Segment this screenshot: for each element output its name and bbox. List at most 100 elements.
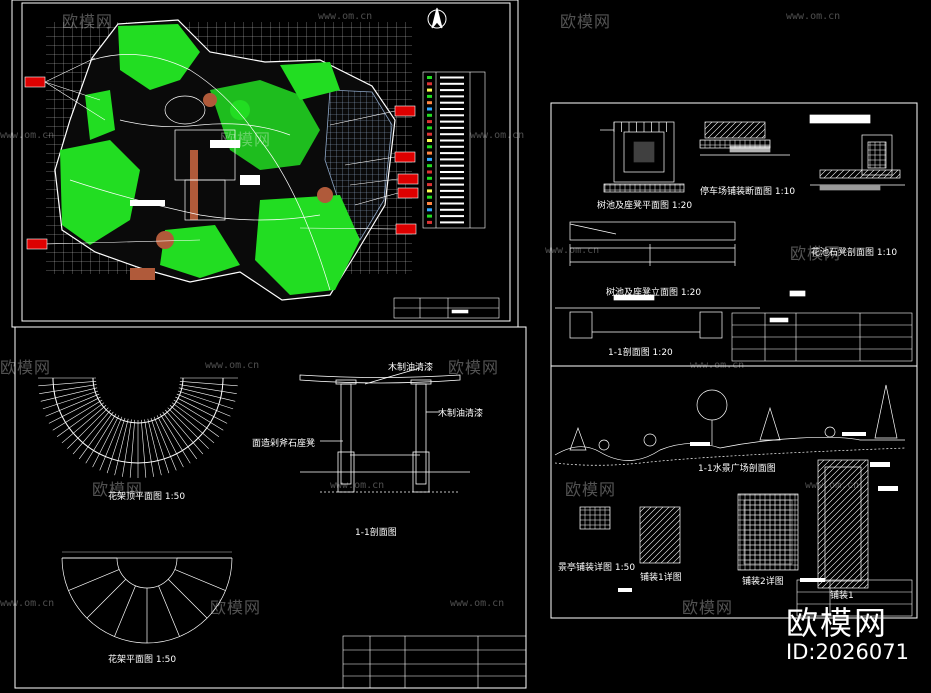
watermark-url: www.om.cn [545, 245, 600, 256]
tree-pool-plan [600, 121, 685, 193]
plan-buildings [130, 140, 260, 206]
legend-text-line [440, 221, 464, 224]
rafter-line [92, 415, 120, 468]
legend-text-line [440, 114, 464, 117]
waterscape-title-block [796, 579, 913, 617]
watermark: 欧模网 [0, 358, 52, 377]
paved-areas [130, 93, 333, 280]
legend-swatch [427, 176, 432, 180]
pergola-title-block [342, 635, 527, 689]
legend-text-line [440, 177, 464, 180]
plan-ray [167, 578, 208, 619]
caption-section-11: 1-1剖面图 1:20 [608, 348, 673, 358]
legend-text-line [440, 95, 464, 98]
watermark-url: www.om.cn [0, 130, 55, 141]
rafter-line [106, 417, 126, 474]
pergola-section [299, 367, 470, 493]
rafter-line [159, 413, 191, 464]
legend-swatch [427, 145, 432, 149]
pergola-sheet [38, 367, 527, 689]
legend-swatch [427, 139, 432, 142]
rafter-line [72, 409, 111, 455]
rafter-line [150, 417, 170, 474]
legend-text-line [440, 208, 464, 211]
north-arrow-icon [427, 7, 447, 29]
rafter-line [114, 418, 129, 476]
legend-text-line [440, 158, 464, 161]
rafter-line [173, 399, 224, 431]
rafter-line [165, 409, 204, 455]
legend-swatch [427, 120, 432, 124]
tree-pool-sheet [555, 114, 913, 362]
rafter-line [169, 405, 215, 444]
legend-swatch [427, 220, 432, 224]
label-stone-seat: 面造剁斧石座凳 [252, 439, 316, 449]
legend-text-line [440, 101, 464, 104]
legend-text-line [440, 215, 464, 218]
legend-swatch [427, 94, 432, 98]
legend-text-line [440, 108, 464, 110]
legend-swatch [427, 170, 432, 174]
plan-title-block [393, 297, 500, 319]
watermark-url: www.om.cn [786, 11, 841, 22]
legend-text-line [440, 120, 464, 123]
legend-text-line [440, 82, 464, 85]
rafter-line [129, 419, 136, 478]
rafter-line [45, 393, 100, 417]
rafter-line [153, 416, 177, 471]
vegetation [60, 24, 360, 295]
rafter-line [179, 384, 237, 394]
legend-text-line [440, 189, 464, 192]
caption-paving-b: 铺装2详图 [742, 577, 784, 587]
plan-paths [69, 54, 331, 291]
legend-text-line [440, 152, 464, 155]
legend-swatch [427, 208, 432, 212]
legend-text-line [440, 164, 464, 167]
pergola-sheet-frame [14, 326, 527, 689]
model-id: ID:2026071 [786, 640, 909, 664]
legend-swatch [427, 113, 432, 117]
rafter-line [171, 402, 220, 438]
rafter-line [61, 405, 107, 444]
caption-pool-elevation: 树池及座凳立面图 1:20 [606, 288, 702, 298]
legend-swatch [427, 189, 432, 193]
legend-swatch [427, 214, 432, 218]
legend-text-line [440, 196, 464, 199]
legend-swatch [427, 195, 432, 199]
watermark-url: www.om.cn [690, 360, 745, 371]
rafter-line [179, 380, 238, 387]
rafter-line [67, 407, 109, 449]
brand-logo: 欧模网 [786, 604, 889, 642]
caption-waterscape: 1-1水景广场剖面图 [698, 464, 776, 474]
flower-pool-section [809, 114, 905, 191]
watermark-url: www.om.cn [318, 11, 373, 22]
rafter-line [177, 390, 234, 410]
legend-text-line [440, 139, 464, 142]
rafter-line [162, 411, 198, 460]
legend-swatch [427, 157, 432, 161]
legend-swatch [427, 88, 432, 92]
watermark-url: www.om.cn [470, 130, 525, 141]
rafter-line [56, 402, 105, 438]
plan-ray [158, 585, 180, 637]
rafter-line [99, 416, 123, 471]
watermark: 欧模网 [448, 358, 500, 377]
rafter-line [38, 380, 97, 387]
rafter-line [52, 399, 103, 431]
legend-swatch [427, 151, 432, 155]
legend-text-line [440, 133, 464, 136]
watermark: 欧模网 [565, 480, 617, 499]
rafter-line [144, 419, 154, 477]
pergola-plan-semicircle [61, 551, 233, 644]
legend-text-line [440, 126, 464, 129]
caption-pavilion-paving: 景亭铺装详图 1:50 [558, 563, 636, 573]
paving-details [579, 459, 869, 589]
legend-swatch [427, 107, 432, 111]
legend-text-line [440, 89, 464, 92]
rafter-line [122, 419, 132, 477]
leader-lines [44, 57, 399, 245]
plan-ray [68, 569, 120, 591]
watermark: 欧模网 [560, 12, 612, 31]
